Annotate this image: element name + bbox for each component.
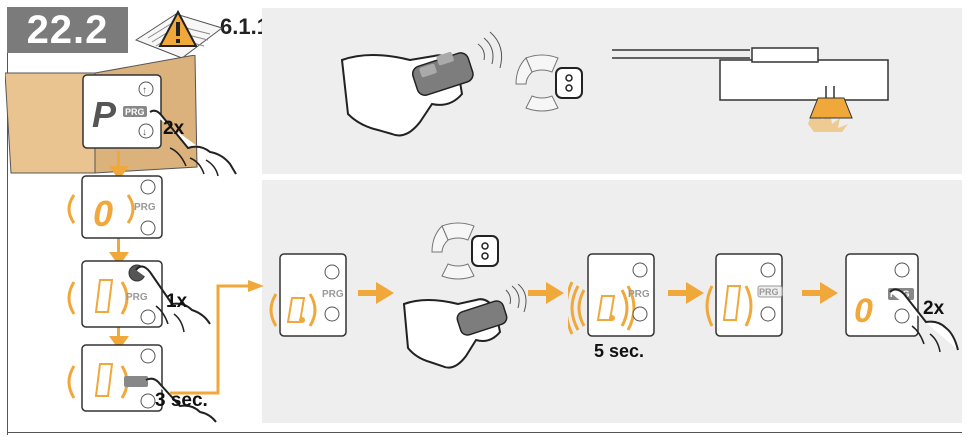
arrow-3-down-icon <box>109 336 129 350</box>
flow-arrow-4-icon <box>802 282 838 304</box>
display-unit-1: P ↑ PRG ↓ <box>82 74 162 149</box>
display-unit-4 <box>67 344 163 412</box>
hand-pressing-final-icon <box>889 288 959 353</box>
display-p-readout: P <box>92 94 117 135</box>
display-unit-8: 0 PRG <box>845 253 919 337</box>
hand-pressing-icon <box>149 109 237 177</box>
press-count-1x: 1x <box>166 291 188 312</box>
connector-arrow-icon <box>170 280 264 395</box>
display-0-readout: 0 <box>93 193 113 234</box>
flow-arrow-3-icon <box>668 282 704 304</box>
svg-text:↓: ↓ <box>142 127 147 138</box>
press-count-2x-top: 2x <box>163 118 185 139</box>
hand-pressing-up-icon <box>135 265 211 333</box>
manual-reference: 6.1.1 <box>220 14 269 39</box>
svg-text:PRG: PRG <box>126 292 148 303</box>
remote-transmitter-icon <box>340 31 503 137</box>
display-unit-3: PRG <box>67 260 163 328</box>
svg-text:PRG: PRG <box>322 289 344 300</box>
left-frame-line <box>7 53 8 435</box>
button-selector-icon <box>515 54 583 112</box>
arrow-1-shaft <box>117 151 120 171</box>
flow-arrow-1-icon <box>358 282 394 304</box>
arrow-2-shaft <box>117 237 120 257</box>
svg-text:PRG: PRG <box>628 289 650 300</box>
svg-text:PRG: PRG <box>134 202 156 213</box>
hand-holding-icon <box>145 377 217 423</box>
prg-button-label: PRG <box>125 107 145 117</box>
hold-duration-3-sec: 3 sec. <box>155 390 208 411</box>
wait-duration-5-sec: 5 sec. <box>594 341 645 361</box>
press-count-2x-final: 2x <box>923 298 945 319</box>
svg-text:PRG: PRG <box>759 287 779 297</box>
remote-transmitter-icon-2 <box>402 284 527 369</box>
display-unit-6: PRG <box>568 253 655 337</box>
arrow-1-down-icon <box>109 166 129 180</box>
arrow-3-shaft <box>117 323 120 340</box>
display-unit-2: 0 PRG <box>67 175 163 239</box>
flow-arrow-2-icon <box>528 282 564 304</box>
display-0-final-readout: 0 <box>854 292 873 330</box>
button-selector-icon-2 <box>431 222 499 280</box>
courtesy-lamp-icon <box>612 47 889 132</box>
arrow-2-down-icon <box>109 252 129 266</box>
display-unit-7: PRG <box>705 253 783 337</box>
svg-text:↑: ↑ <box>142 85 147 96</box>
display-unit-5: PRG <box>269 253 347 337</box>
step-number-badge: 22.2 <box>7 7 128 53</box>
bottom-frame-line <box>7 432 962 433</box>
manual-warning-icon <box>134 9 224 59</box>
